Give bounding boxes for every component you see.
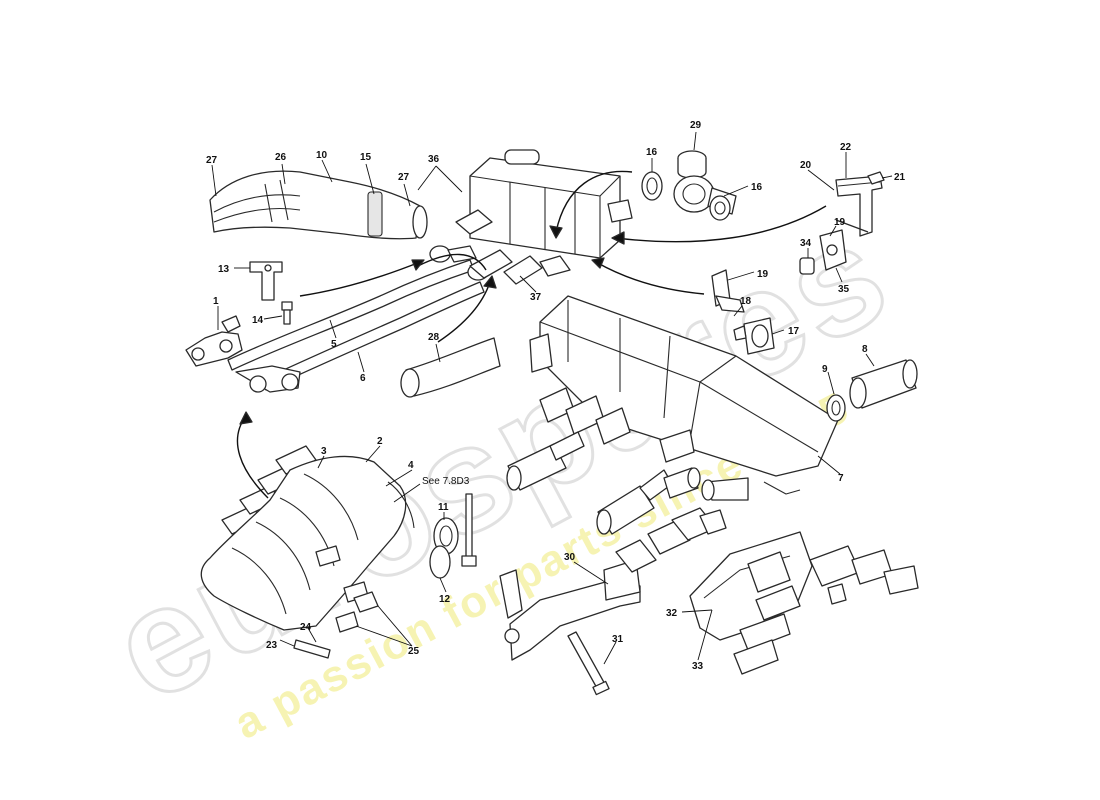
callout-10: 10 [316, 150, 328, 161]
callout-2: 2 [377, 436, 383, 447]
part-16-clamp-left [641, 171, 663, 201]
callout-6: 6 [360, 373, 366, 384]
callout-7: 7 [838, 473, 844, 484]
flow-arrows [236, 170, 827, 499]
callout-9: 9 [822, 364, 828, 375]
part-11-12-gaskets [429, 493, 477, 579]
part-14-bolt [281, 301, 293, 325]
callout-16b: 16 [751, 182, 763, 193]
part-1-clamp [185, 315, 243, 367]
arrow-hose-to-joint [437, 281, 491, 343]
callout-11: 11 [438, 502, 449, 513]
part-5-6-intermediate-pipes [227, 259, 485, 393]
arrow-clamp-to-box [555, 170, 633, 233]
part-10-downpipe [209, 170, 428, 240]
part-32-heatshield [689, 531, 813, 675]
callout-5: 5 [331, 339, 337, 350]
part-24-stud [293, 639, 331, 659]
callout-33: 33 [692, 661, 704, 672]
callout-22: 22 [840, 142, 852, 153]
part-33-shaft [809, 545, 919, 605]
arrow-bracket-to-pipe [299, 261, 421, 297]
callout-4: 4 [408, 460, 414, 471]
callout-1: 1 [213, 296, 219, 307]
part-31-bolt [567, 631, 610, 696]
part-16-clamp-right [709, 195, 731, 221]
callout-36: 36 [428, 154, 440, 165]
part-25-sensor [335, 591, 379, 633]
callout-17: 17 [788, 326, 800, 337]
part-28-hose [400, 337, 501, 398]
part-35-bracket [819, 229, 847, 271]
callout-20: 20 [800, 160, 812, 171]
part-9-clamp [826, 394, 846, 422]
leader-lines [211, 131, 893, 665]
callout-26: 26 [275, 152, 287, 163]
part-34-bush [799, 257, 815, 275]
part-drive-shaft-top [615, 507, 727, 573]
part-19-hanger [711, 269, 745, 313]
part-30-bracket [499, 559, 641, 661]
callout-34: 34 [800, 238, 812, 249]
arrow-bracket-to-box [615, 205, 827, 243]
part-13-bracket [249, 261, 283, 301]
callout-27a: 27 [206, 155, 218, 166]
part-17-mount [733, 317, 775, 355]
arrow-hanger-to-box [595, 261, 705, 295]
callout-note-see-7-8d3: See 7.8D3 [422, 476, 470, 487]
callout-21: 21 [894, 172, 906, 183]
callout-37: 37 [530, 292, 542, 303]
callout-3: 3 [321, 446, 327, 457]
callout-27b: 27 [398, 172, 410, 183]
part-7-tailpipes [506, 431, 801, 535]
callout-35: 35 [838, 284, 850, 295]
part-4-heatshield-note [387, 481, 415, 529]
callout-29: 29 [690, 120, 702, 131]
callout-19a: 19 [757, 269, 769, 280]
callout-13: 13 [218, 264, 230, 275]
part-21-bolt [867, 171, 885, 185]
callout-23: 23 [266, 640, 278, 651]
callout-30: 30 [564, 552, 576, 563]
part-36-rear-box [455, 149, 633, 285]
callout-28: 28 [428, 332, 440, 343]
part-8-tailpipe-trim [849, 359, 918, 409]
callout-15: 15 [360, 152, 372, 163]
callout-14: 14 [252, 315, 264, 326]
callout-labels: 1 2 3 4 5 6 7 8 9 10 11 12 13 14 15 16 1… [206, 120, 906, 672]
part-7-silencer [529, 295, 839, 477]
callout-16a: 16 [646, 147, 658, 158]
callout-25: 25 [408, 646, 420, 657]
callout-8: 8 [862, 344, 868, 355]
callout-18: 18 [740, 296, 752, 307]
callout-32: 32 [666, 608, 678, 619]
callout-19b: 19 [834, 217, 846, 228]
callout-24: 24 [300, 622, 312, 633]
arrow-joint-link [417, 253, 487, 271]
callout-12: 12 [439, 594, 451, 605]
callout-31: 31 [612, 634, 624, 645]
